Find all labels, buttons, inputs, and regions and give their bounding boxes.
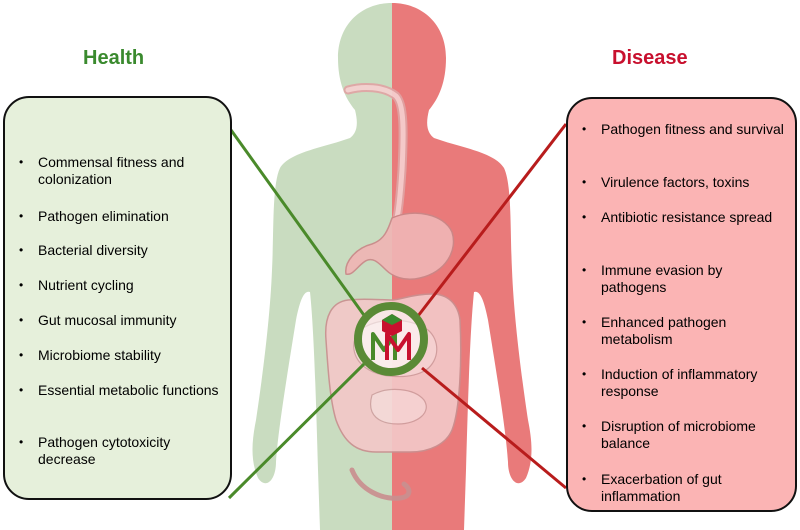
disease-connector-lines <box>416 123 568 490</box>
health-title: Health <box>83 47 145 69</box>
disease-panel: •Pathogen fitness and survival •Virulenc… <box>566 97 797 512</box>
disease-title: Disease <box>612 47 688 69</box>
health-connector-lines <box>227 129 368 500</box>
health-panel: •Commensal fitness and colonization •Pat… <box>3 96 232 500</box>
microbe-logo-ring-icon <box>354 302 428 376</box>
